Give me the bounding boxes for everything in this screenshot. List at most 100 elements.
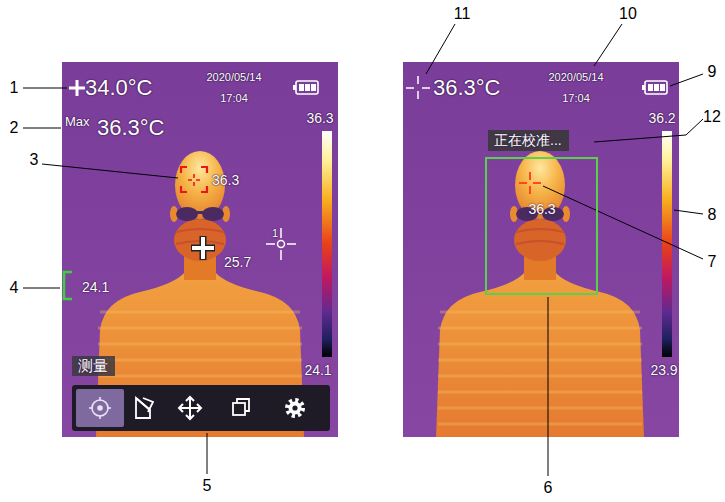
toolbar bbox=[233, 399, 249, 415]
toolbar bbox=[72, 385, 330, 431]
toolbar bbox=[89, 397, 111, 419]
toolbar bbox=[287, 400, 303, 416]
max-point-box bbox=[181, 167, 207, 192]
center-cross bbox=[191, 236, 215, 260]
leader-line bbox=[23, 88, 67, 89]
cursor-point bbox=[266, 228, 296, 260]
leader-line bbox=[594, 24, 622, 66]
face-point-cross bbox=[529, 186, 531, 194]
node-text: 36.3 bbox=[528, 201, 555, 217]
leader-line bbox=[23, 128, 61, 129]
battery-icon bbox=[293, 81, 318, 94]
toolbar bbox=[289, 402, 302, 415]
leader-line bbox=[426, 24, 455, 74]
callout-number: 11 bbox=[454, 5, 471, 23]
center-point-icon bbox=[69, 80, 85, 96]
callout-number: 9 bbox=[708, 63, 717, 81]
callout-number: 10 bbox=[619, 5, 637, 23]
max-point-box bbox=[181, 167, 207, 192]
toolbar bbox=[107, 407, 111, 409]
toolbar bbox=[179, 397, 201, 419]
face-point-cross bbox=[519, 172, 541, 194]
leader-line bbox=[207, 433, 208, 474]
toolbar bbox=[92, 400, 108, 416]
callout-number: 6 bbox=[544, 479, 553, 497]
cursor-point bbox=[280, 250, 282, 260]
time-text: 17:04 bbox=[562, 92, 590, 105]
min-temperature: 24.1 bbox=[82, 279, 109, 295]
battery-icon bbox=[296, 81, 318, 94]
battery-icon bbox=[642, 85, 645, 90]
leader-line bbox=[548, 297, 549, 476]
face-point-cross bbox=[529, 172, 531, 180]
date-text: 2020/05/14 bbox=[206, 71, 261, 84]
time-text: 17:04 bbox=[220, 92, 248, 105]
toolbar bbox=[179, 397, 201, 419]
spot-temperature: 36.3°C bbox=[433, 75, 501, 100]
callout-number: 2 bbox=[10, 119, 19, 137]
callout-number: 8 bbox=[708, 206, 717, 224]
center-point-icon bbox=[406, 76, 430, 99]
battery-icon bbox=[654, 84, 659, 91]
point-temperature: 25.7 bbox=[224, 254, 251, 270]
right-screen bbox=[403, 62, 679, 437]
cursor-point bbox=[266, 243, 275, 245]
callout-number: 5 bbox=[203, 477, 212, 495]
battery-icon bbox=[645, 81, 667, 94]
toolbar bbox=[136, 398, 153, 418]
battery-icon bbox=[660, 84, 665, 91]
max-label: Max bbox=[65, 115, 90, 130]
toolbar bbox=[136, 398, 150, 418]
toolbar bbox=[292, 405, 297, 410]
scale-max-value: 36.3 bbox=[306, 110, 333, 126]
scale-min-value: 24.1 bbox=[304, 362, 331, 378]
date-text: 2020/05/14 bbox=[548, 71, 603, 84]
callout-number: 12 bbox=[703, 108, 721, 126]
node-text: 正在校准... bbox=[494, 132, 563, 148]
leader-line bbox=[674, 210, 703, 214]
toolbar bbox=[98, 406, 102, 410]
toolbar bbox=[233, 403, 245, 415]
cursor-point bbox=[287, 243, 296, 245]
toolbar bbox=[76, 389, 124, 427]
toolbar bbox=[179, 407, 201, 409]
cursor-number: 1 bbox=[272, 227, 278, 240]
spot-temperature: 34.0°C bbox=[85, 75, 153, 100]
mode-label-box: 测量 bbox=[72, 356, 115, 376]
node-text: 测量 bbox=[78, 357, 109, 374]
leader-line bbox=[23, 24, 703, 476]
callout-number: 3 bbox=[30, 151, 39, 169]
cursor-point bbox=[280, 228, 282, 238]
cursor-point bbox=[278, 241, 285, 248]
leader-line bbox=[543, 186, 703, 259]
center-point-icon bbox=[406, 87, 414, 89]
battery-icon bbox=[299, 84, 304, 91]
toolbar bbox=[89, 407, 93, 409]
face-detect-box: 36.3 bbox=[485, 157, 598, 295]
toolbar bbox=[287, 400, 303, 416]
status-box: 正在校准... bbox=[488, 130, 569, 151]
toolbar bbox=[237, 399, 249, 411]
right-screen bbox=[403, 62, 679, 437]
callout-number: 7 bbox=[708, 253, 717, 271]
leader-line bbox=[23, 288, 60, 289]
center-cross bbox=[191, 236, 215, 260]
right-screen bbox=[436, 151, 644, 437]
max-temperature: 36.3°C bbox=[97, 115, 165, 140]
toolbar bbox=[99, 397, 101, 401]
face-point-cross bbox=[533, 182, 541, 184]
battery-icon bbox=[305, 84, 310, 91]
center-point-icon bbox=[69, 80, 85, 96]
leader-line bbox=[670, 74, 703, 86]
toolbar bbox=[72, 385, 330, 431]
center-point-icon bbox=[417, 91, 419, 99]
battery-icon bbox=[311, 84, 316, 91]
left-screen bbox=[62, 62, 338, 437]
callout-number: 4 bbox=[10, 279, 19, 297]
battery-icon bbox=[642, 81, 667, 94]
callout-number: 1 bbox=[10, 79, 19, 97]
battery-icon bbox=[648, 84, 653, 91]
color-scale bbox=[322, 131, 332, 357]
center-point-icon bbox=[422, 87, 430, 89]
